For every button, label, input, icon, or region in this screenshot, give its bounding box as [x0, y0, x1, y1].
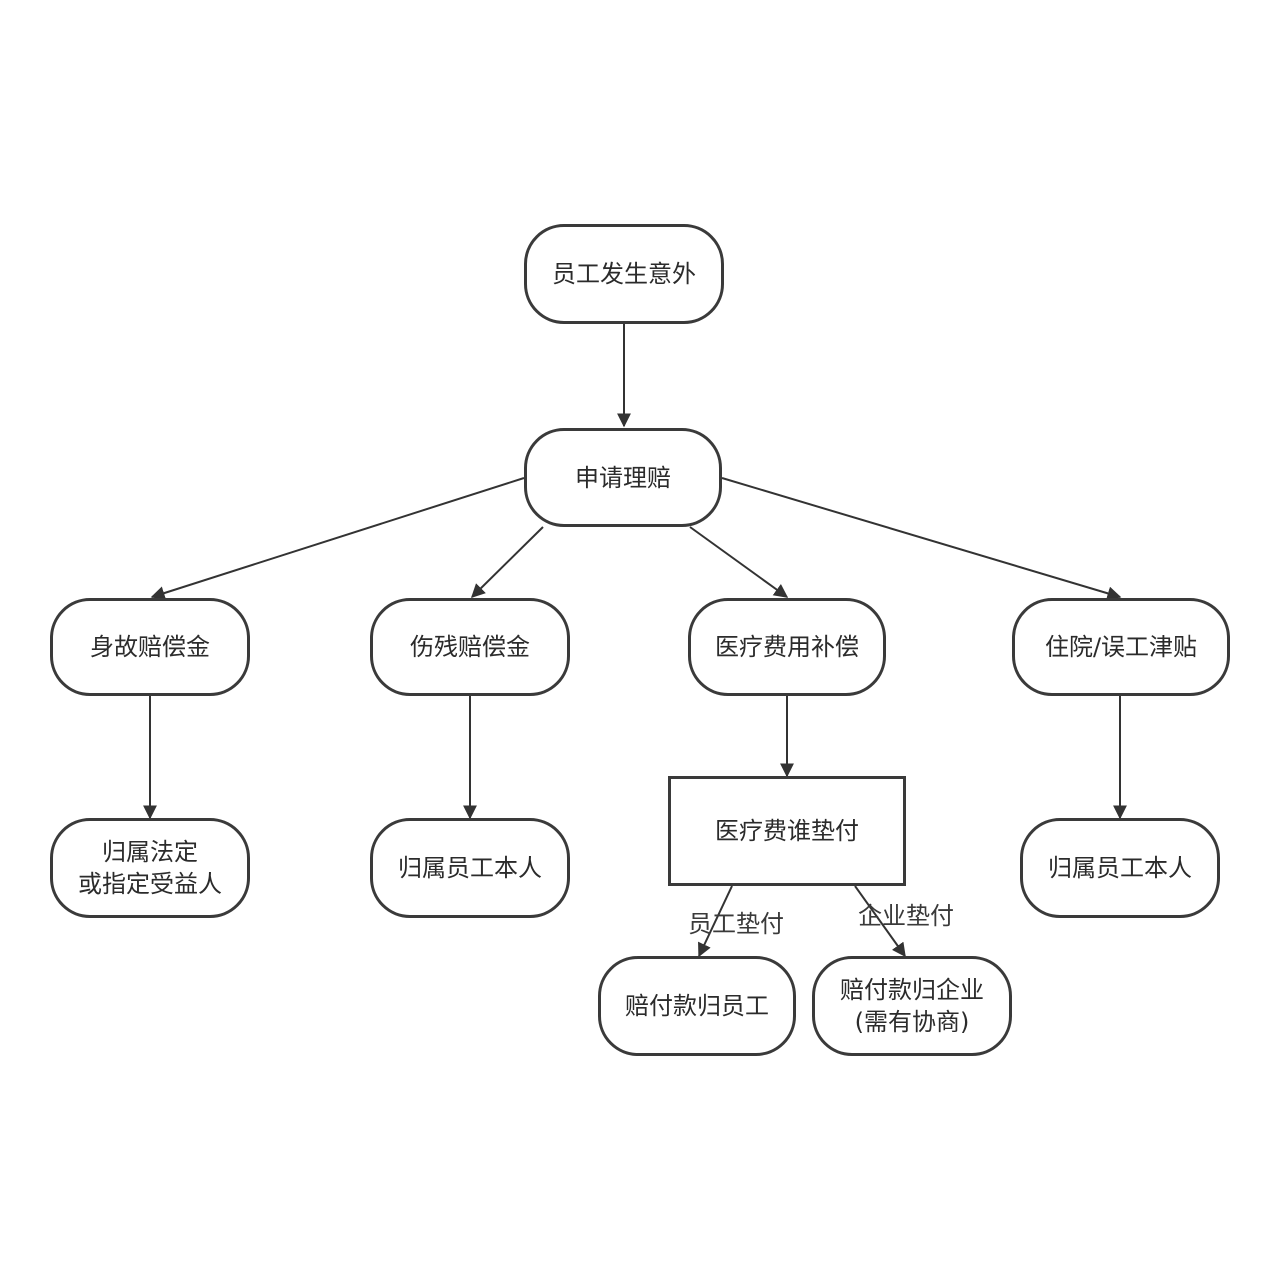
node-disability-owner-label: 归属员工本人 — [398, 854, 542, 882]
node-who-pays: 医疗费谁垫付 — [668, 776, 906, 886]
node-hospital-allowance: 住院/误工津贴 — [1012, 598, 1230, 696]
node-death-beneficiary-line2: 或指定受益人 — [78, 870, 222, 898]
edge-claim-to-medical — [689, 526, 789, 598]
edge-whopays-to-company — [854, 885, 906, 958]
node-accident-label: 员工发生意外 — [552, 260, 696, 288]
node-death-beneficiary: 归属法定 或指定受益人 — [50, 818, 250, 918]
node-hospital-allowance-label: 住院/误工津贴 — [1044, 633, 1198, 661]
node-disability-compensation: 伤残赔偿金 — [370, 598, 570, 696]
edge-label-employee-paid: 员工垫付 — [688, 910, 784, 938]
node-payout-to-company-line1: 赔付款归企业 — [840, 976, 984, 1004]
node-medical-reimbursement-label: 医疗费用补偿 — [715, 633, 859, 661]
node-payout-to-employee: 赔付款归员工 — [598, 956, 796, 1056]
node-disability-owner: 归属员工本人 — [370, 818, 570, 918]
node-disability-compensation-label: 伤残赔偿金 — [410, 633, 530, 661]
node-death-compensation: 身故赔偿金 — [50, 598, 250, 696]
node-payout-to-company-line2: (需有协商) — [854, 1008, 970, 1036]
node-medical-reimbursement: 医疗费用补偿 — [688, 598, 886, 696]
node-claim: 申请理赔 — [524, 428, 722, 527]
edge-claim-to-hospital — [721, 477, 1122, 601]
edge-whopays-to-employee — [698, 885, 733, 958]
node-hospital-owner: 归属员工本人 — [1020, 818, 1220, 918]
node-death-compensation-label: 身故赔偿金 — [90, 633, 210, 661]
node-hospital-owner-label: 归属员工本人 — [1048, 854, 1192, 882]
edge-label-company-paid: 企业垫付 — [858, 902, 954, 930]
node-claim-label: 申请理赔 — [575, 463, 671, 492]
node-accident: 员工发生意外 — [524, 224, 724, 324]
edge-claim-to-disability — [471, 526, 544, 598]
edge-claim-to-death — [150, 477, 525, 600]
node-payout-to-employee-label: 赔付款归员工 — [625, 992, 769, 1020]
node-payout-to-company: 赔付款归企业 (需有协商) — [812, 956, 1012, 1056]
node-death-beneficiary-line1: 归属法定 — [102, 838, 198, 866]
node-who-pays-label: 医疗费谁垫付 — [715, 817, 859, 845]
